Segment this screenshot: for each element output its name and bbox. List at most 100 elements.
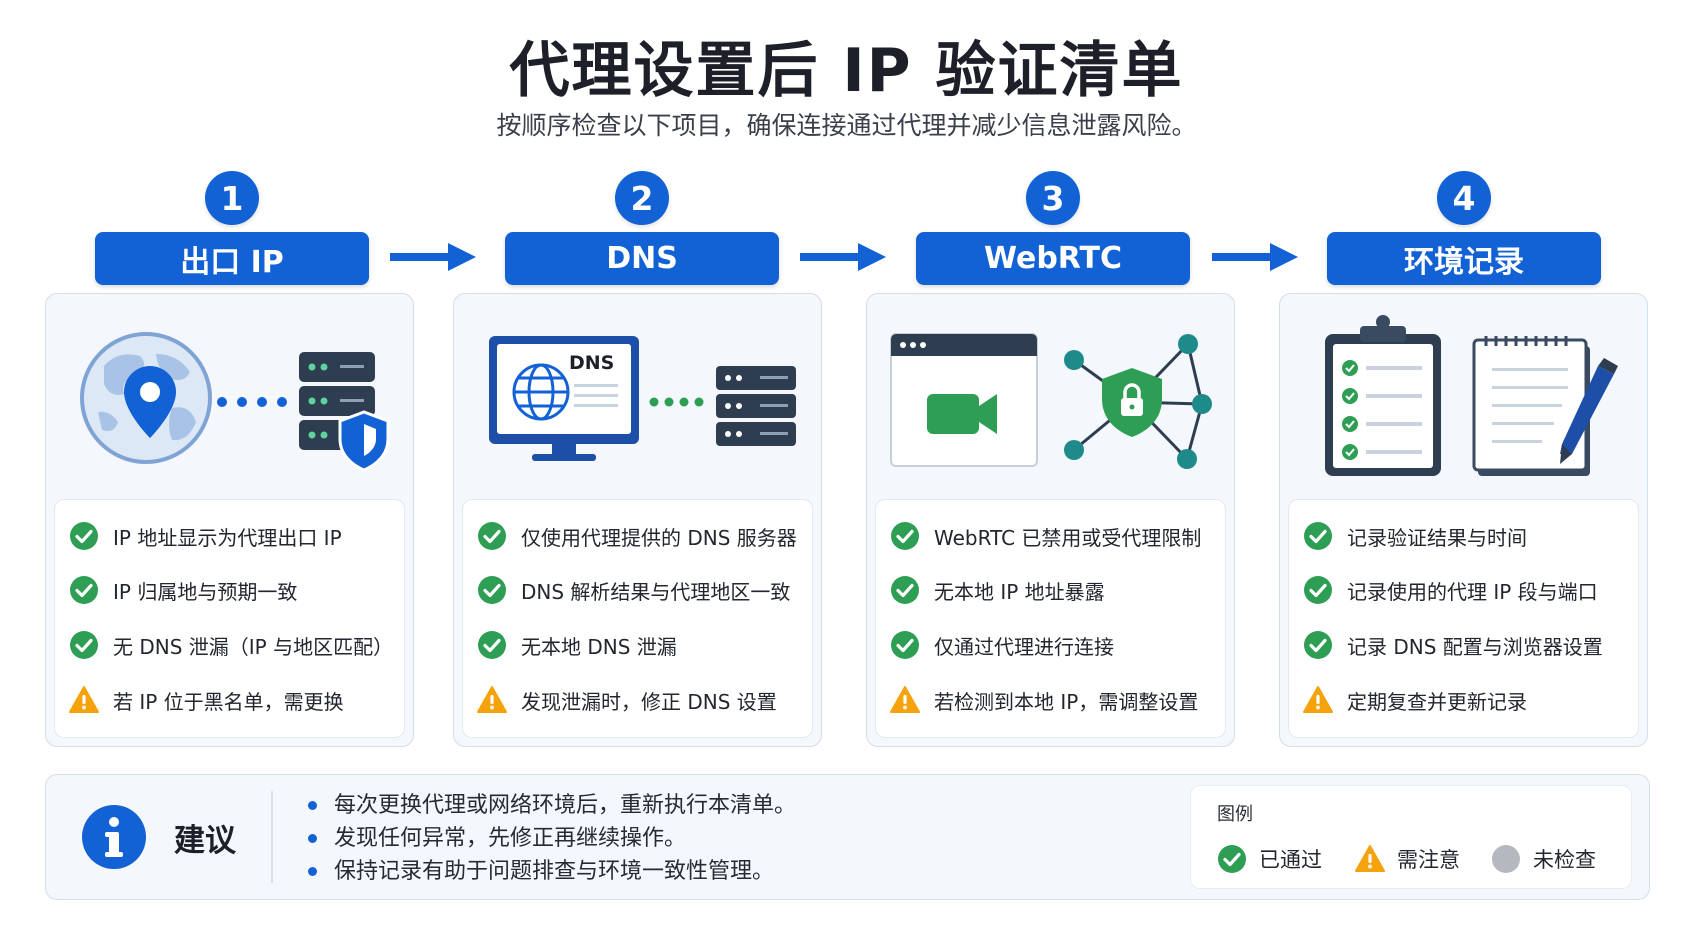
- checklist-item-text: 仅通过代理进行连接: [934, 634, 1114, 659]
- check-circle-icon: [1304, 631, 1332, 659]
- checklist-item: IP 地址显示为代理出口 IP: [69, 518, 398, 554]
- legend: 图例 已通过 需注意 未检查: [1190, 785, 1632, 889]
- monitor-icon: DNS: [489, 336, 639, 461]
- advice-section: 建议 每次更换代理或网络环境后，重新执行本清单。 发现任何异常，先修正再继续操作…: [45, 774, 1650, 900]
- checklist-item-text: 记录 DNS 配置与浏览器设置: [1347, 634, 1603, 659]
- video-camera-icon: [927, 394, 997, 434]
- check-circle-icon: [478, 522, 506, 550]
- warning-icon: [1303, 686, 1333, 713]
- warning-icon: [1355, 845, 1385, 872]
- location-pin-icon: [124, 366, 176, 438]
- step-3-number: 3: [1026, 171, 1080, 225]
- advice-divider: [271, 791, 273, 883]
- notepad-icon: [1472, 336, 1590, 476]
- checklist-item-text: DNS 解析结果与代理地区一致: [521, 579, 791, 604]
- legend-item-label: 需注意: [1397, 848, 1460, 872]
- checklist-item-text: 无 DNS 泄漏（IP 与地区匹配）: [113, 634, 394, 659]
- advice-item-text: 每次更换代理或网络环境后，重新执行本清单。: [334, 793, 797, 818]
- step-4-number: 4: [1437, 171, 1491, 225]
- checklist-item: 定期复查并更新记录: [1303, 682, 1632, 718]
- step-2-label: DNS: [505, 232, 779, 285]
- monitor-dns-text: DNS: [569, 352, 614, 374]
- check-circle-icon: [70, 522, 98, 550]
- check-circle-icon: [1304, 576, 1332, 604]
- advice-item: 每次更换代理或网络环境后，重新执行本清单。: [308, 789, 796, 822]
- pen-icon: [1560, 358, 1618, 464]
- page-title: 代理设置后 IP 验证清单: [509, 36, 1184, 106]
- info-icon: [82, 805, 146, 869]
- legend-item-pass: 已通过: [1217, 844, 1322, 874]
- warning-icon: [890, 686, 920, 713]
- checklist-item: 若检测到本地 IP，需调整设置: [890, 682, 1219, 718]
- bullet-icon: [308, 834, 317, 843]
- checklist-item-text: 定期复查并更新记录: [1347, 689, 1527, 714]
- step-4-panel: 记录验证结果与时间 记录使用的代理 IP 段与端口 记录 DNS 配置与浏览器设…: [1279, 293, 1648, 747]
- checklist-item-text: 记录使用的代理 IP 段与端口: [1347, 579, 1598, 604]
- checklist-item: IP 归属地与预期一致: [69, 572, 398, 608]
- checklist-item: 记录使用的代理 IP 段与端口: [1303, 572, 1632, 608]
- globe-icon: [512, 363, 570, 421]
- checklist-item: WebRTC 已禁用或受代理限制: [890, 518, 1219, 554]
- checklist-item-text: 若检测到本地 IP，需调整设置: [934, 689, 1199, 714]
- bullet-icon: [308, 867, 317, 876]
- checklist-item: 记录验证结果与时间: [1303, 518, 1632, 554]
- legend-item-label: 已通过: [1259, 848, 1322, 872]
- legend-item-label: 未检查: [1533, 848, 1596, 872]
- check-circle-icon: [478, 631, 506, 659]
- step-1-label: 出口 IP: [95, 232, 369, 285]
- step-4-label: 环境记录: [1327, 232, 1601, 285]
- advice-item-text: 发现任何异常，先修正再继续操作。: [334, 826, 687, 851]
- step-1-number: 1: [205, 171, 259, 225]
- legend-item-unchecked: 未检查: [1491, 844, 1596, 874]
- checklist-item: 无 DNS 泄漏（IP 与地区匹配）: [69, 627, 398, 663]
- checklist-item-text: IP 地址显示为代理出口 IP: [113, 525, 342, 550]
- check-circle-icon: [1304, 522, 1332, 550]
- check-circle-icon: [70, 631, 98, 659]
- checklist-item-text: WebRTC 已禁用或受代理限制: [934, 525, 1202, 550]
- globe-server-illustration: [80, 332, 390, 472]
- step-3-checklist: WebRTC 已禁用或受代理限制 无本地 IP 地址暴露 仅通过代理进行连接 若…: [875, 499, 1226, 738]
- advice-item-text: 保持记录有助于问题排查与环境一致性管理。: [334, 859, 775, 884]
- warning-icon: [69, 686, 99, 713]
- flow-arrow-icon: [390, 243, 476, 271]
- check-circle-icon: [478, 576, 506, 604]
- check-circle-icon: [891, 576, 919, 604]
- checklist-item-text: 无本地 DNS 泄漏: [521, 634, 677, 659]
- step-1-checklist: IP 地址显示为代理出口 IP IP 归属地与预期一致 无 DNS 泄漏（IP …: [54, 499, 405, 738]
- checklist-item-text: 若 IP 位于黑名单，需更换: [113, 689, 344, 714]
- check-circle-icon: [891, 522, 919, 550]
- checklist-item: 无本地 IP 地址暴露: [890, 572, 1219, 608]
- legend-item-warn: 需注意: [1355, 844, 1460, 874]
- step-2-panel: DNS 仅使用代理提供的 DNS 服务器 DNS 解析: [453, 293, 822, 747]
- flow-arrow-icon: [1212, 243, 1298, 271]
- step-1-panel: IP 地址显示为代理出口 IP IP 归属地与预期一致 无 DNS 泄漏（IP …: [45, 293, 414, 747]
- step-2-number: 2: [615, 171, 669, 225]
- advice-list: 每次更换代理或网络环境后，重新执行本清单。 发现任何异常，先修正再继续操作。 保…: [308, 789, 796, 888]
- lock-shield-icon: [1102, 368, 1162, 437]
- checklist-item: 仅通过代理进行连接: [890, 627, 1219, 663]
- check-circle-icon: [891, 631, 919, 659]
- webrtc-illustration: [890, 333, 1212, 469]
- checklist-item-text: 发现泄漏时，修正 DNS 设置: [521, 689, 777, 714]
- step-4-checklist: 记录验证结果与时间 记录使用的代理 IP 段与端口 记录 DNS 配置与浏览器设…: [1288, 499, 1639, 738]
- checklist-item-text: 仅使用代理提供的 DNS 服务器: [521, 525, 797, 550]
- dns-server-illustration: DNS: [489, 336, 796, 461]
- step-2-checklist: 仅使用代理提供的 DNS 服务器 DNS 解析结果与代理地区一致 无本地 DNS…: [462, 499, 813, 738]
- flow-arrow-icon: [800, 243, 886, 271]
- step-3-label: WebRTC: [916, 232, 1190, 285]
- checklist-lines-icon: [1342, 360, 1422, 460]
- advice-title: 建议: [174, 823, 236, 859]
- warning-icon: [477, 686, 507, 713]
- checklist-item: 记录 DNS 配置与浏览器设置: [1303, 627, 1632, 663]
- checklist-item: 若 IP 位于黑名单，需更换: [69, 682, 398, 718]
- checklist-item: DNS 解析结果与代理地区一致: [477, 572, 806, 608]
- shield-icon: [338, 410, 390, 472]
- step-3-panel: WebRTC 已禁用或受代理限制 无本地 IP 地址暴露 仅通过代理进行连接 若…: [866, 293, 1235, 747]
- advice-item: 发现任何异常，先修正再继续操作。: [308, 822, 796, 855]
- unchecked-circle-icon: [1492, 845, 1520, 873]
- page-subtitle: 按顺序检查以下项目，确保连接通过代理并减少信息泄露风险。: [496, 111, 1197, 140]
- checklist-item-text: 无本地 IP 地址暴露: [934, 579, 1105, 604]
- legend-title: 图例: [1217, 804, 1253, 825]
- checklist-item-text: 记录验证结果与时间: [1347, 525, 1527, 550]
- server-icon: [716, 366, 796, 446]
